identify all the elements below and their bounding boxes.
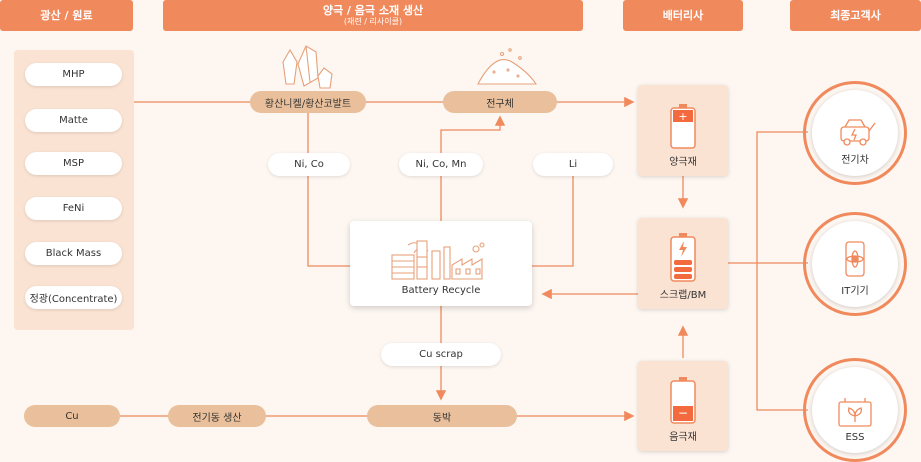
copper-foil-node: 동박 <box>367 405 517 427</box>
scrap-bm-label: 스크랩/BM <box>659 290 707 301</box>
smartphone-icon <box>845 241 865 277</box>
flow-li: Li <box>533 153 613 176</box>
flow-cu-scrap: Cu scrap <box>381 343 501 366</box>
svg-text:+: + <box>678 110 687 123</box>
cathode-card: + 양극재 <box>638 85 728 176</box>
battery-plus-icon: + <box>670 104 696 149</box>
battery-recycle-label: Battery Recycle <box>401 285 481 296</box>
sulfate-node: 황산니켈/황산코발트 <box>250 91 366 113</box>
customer-ring-ev <box>803 81 907 185</box>
cu-node: Cu <box>24 405 120 427</box>
raw-item-concentrate: 정광(Concentrate) <box>25 286 122 309</box>
scrap-bm-card: 스크랩/BM <box>638 218 728 309</box>
precursor-node: 전구체 <box>443 91 557 113</box>
battery-charging-icon <box>670 233 696 282</box>
raw-item-msp: MSP <box>25 152 122 175</box>
header-battery: 배터리사 <box>623 0 743 31</box>
raw-item-mhp: MHP <box>25 63 122 86</box>
flow-ni-co-mn: Ni, Co, Mn <box>399 153 483 176</box>
electric-car-icon <box>840 119 876 146</box>
header-raw-materials: 광산 / 원료 <box>0 0 133 31</box>
crystal-icon <box>282 45 333 89</box>
header-customer-label: 최종고객사 <box>830 9 881 22</box>
flow-ni-co: Ni, Co <box>268 153 350 176</box>
customer-it-label: IT기기 <box>841 286 869 297</box>
powder-pile-icon <box>477 48 538 85</box>
raw-materials-panel <box>14 50 134 330</box>
customer-ess: ESS <box>812 367 898 453</box>
raw-item-matte: Matte <box>25 109 122 132</box>
customer-ev-label: 전기차 <box>841 155 869 166</box>
header-customer: 최종고객사 <box>790 0 921 31</box>
raw-item-black-mass: Black Mass <box>25 242 122 265</box>
battery-minus-icon: − <box>670 377 696 424</box>
cu-wire-node: 전기동 생산 <box>168 405 266 427</box>
raw-item-feni: FeNi <box>25 197 122 220</box>
header-material-label: 양극 / 음극 소재 생산 <box>322 4 424 17</box>
anode-card: − 음극재 <box>638 361 728 451</box>
battery-recycle-node: Battery Recycle <box>350 221 532 306</box>
anode-label: 음극재 <box>669 432 697 443</box>
header-material-sublabel: (재련 / 리사이클) <box>343 17 403 26</box>
header-battery-label: 배터리사 <box>662 9 704 22</box>
customer-ring-it <box>803 212 907 316</box>
ess-battery-leaf-icon <box>838 398 872 427</box>
header-raw-label: 광산 / 원료 <box>40 9 93 22</box>
customer-it: IT기기 <box>812 221 898 307</box>
recycle-factory-icon <box>391 240 485 280</box>
customer-ess-label: ESS <box>845 432 865 443</box>
customer-ev: 전기차 <box>812 90 898 176</box>
cathode-label: 양극재 <box>669 157 697 168</box>
svg-text:−: − <box>678 406 688 420</box>
header-material-production: 양극 / 음극 소재 생산 (재련 / 리사이클) <box>163 0 583 31</box>
